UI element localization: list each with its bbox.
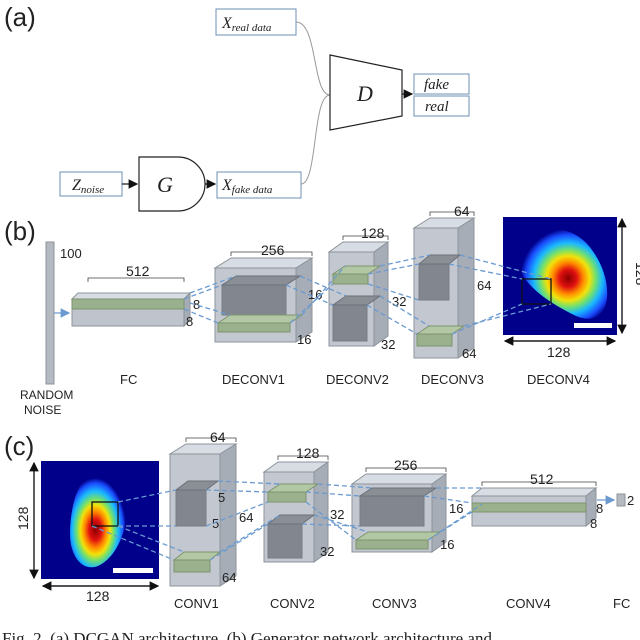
deconv2-name: DECONV2: [326, 372, 389, 387]
deconv2-side: 32: [392, 294, 406, 309]
noise-label-line1: RANDOM: [20, 388, 73, 402]
conv2-name: CONV2: [270, 596, 315, 611]
x-real-box: [215, 8, 297, 36]
deconv1-name: DECONV1: [222, 372, 285, 387]
input-conv1-connectors: [91, 489, 185, 561]
deconv4-kernel-box: [521, 278, 552, 305]
x-fake-box: [216, 171, 302, 199]
deconv4-name: DECONV4: [527, 372, 590, 387]
conv2-width: 128: [296, 445, 320, 461]
conv2-block: [262, 461, 330, 563]
conv2-width-bracket: [277, 455, 329, 460]
x-real-label: Xreal data: [221, 15, 272, 34]
generator-shape: [138, 156, 206, 212]
deconv2-width-bracket: [342, 235, 389, 240]
gen-fc-block: [70, 291, 192, 328]
deconv4-height: 128: [633, 262, 640, 286]
deconv3-block: [412, 217, 476, 359]
deconv1-block: [213, 257, 314, 343]
panel-a-label: (a): [4, 2, 36, 32]
deconv3-width: 64: [454, 203, 470, 219]
fc-side: 8: [193, 297, 200, 312]
input-kernel-box: [91, 501, 119, 527]
conv3-block: [350, 473, 448, 553]
disc-fc-name: FC: [613, 596, 630, 611]
fc-output-vector: [616, 493, 626, 507]
conv1-kernel-a: 5: [218, 490, 225, 505]
disc-input-heatmap: [41, 461, 159, 579]
deconv3-name: DECONV3: [421, 372, 484, 387]
conv1-block: [168, 443, 238, 587]
conv3-conv4-connectors: [423, 487, 483, 541]
conv1-side: 64: [239, 510, 253, 525]
conv1-conv2-connectors: [205, 480, 281, 561]
conv1-width: 64: [210, 429, 226, 445]
deconv3-depth: 64: [462, 346, 476, 361]
conv3-name: CONV3: [372, 596, 417, 611]
deconv1-side: 16: [308, 287, 322, 302]
conv4-side: 8: [596, 501, 603, 516]
input-height: 128: [15, 506, 31, 530]
conv1-name: CONV1: [174, 596, 219, 611]
deconv3-width-bracket: [429, 211, 475, 216]
conv3-depth: 16: [440, 537, 454, 552]
deconv4-width: 128: [547, 344, 571, 360]
input-width: 128: [86, 588, 110, 604]
conv4-width-bracket: [481, 481, 597, 486]
x-fake-label: Xfake data: [221, 177, 273, 196]
generator-label: G: [157, 172, 173, 197]
conv2-side: 32: [330, 507, 344, 522]
real-box: [413, 95, 470, 117]
discriminator-shape: [329, 54, 403, 131]
fc-name: FC: [120, 372, 137, 387]
fc-out: 2: [627, 493, 634, 508]
deconv2-depth: 32: [381, 337, 395, 352]
conv3-side: 16: [449, 501, 463, 516]
panel-b-label: (b): [4, 216, 36, 246]
noise-size: 100: [60, 246, 82, 261]
figure-caption: Fig. 2. (a) DCGAN architecture. (b) Gene…: [2, 629, 492, 640]
real-label: real: [425, 99, 449, 115]
deconv2-deconv3-connectors: [366, 254, 431, 335]
z-noise-label: Znoise: [72, 177, 104, 196]
xfake-to-d-connector: [300, 94, 331, 185]
deconv2-width: 128: [361, 225, 385, 241]
fc-depth: 8: [186, 314, 193, 329]
fc-deconv1-connectors: [183, 275, 237, 324]
fake-box: [413, 73, 470, 95]
panel-c-label: (c): [4, 431, 34, 461]
deconv4-heatmap: [503, 217, 617, 335]
fake-label: fake: [424, 77, 449, 93]
deconv2-block: [327, 241, 390, 347]
conv4-width: 512: [530, 471, 554, 487]
deconv1-depth: 16: [297, 332, 311, 347]
conv2-conv3-connectors: [301, 483, 373, 541]
conv4-depth: 8: [590, 516, 597, 531]
deconv3-side: 64: [477, 278, 491, 293]
noise-label-line2: NOISE: [24, 403, 61, 417]
conv1-depth: 64: [222, 570, 236, 585]
deconv1-width-bracket: [230, 251, 313, 256]
deconv1-width: 256: [261, 242, 285, 258]
conv2-depth: 32: [320, 544, 334, 559]
conv1-kernel-b: 5: [212, 516, 219, 531]
deconv1-deconv2-connectors: [285, 265, 347, 324]
conv3-width: 256: [394, 457, 418, 473]
conv4-block: [470, 486, 598, 528]
conv4-name: CONV4: [506, 596, 551, 611]
discriminator-label: D: [356, 81, 373, 106]
fc-width-bracket: [87, 277, 185, 282]
fc-width: 512: [126, 263, 150, 279]
noise-vector: [45, 241, 55, 385]
conv1-width-bracket: [185, 437, 237, 442]
conv3-width-bracket: [365, 467, 447, 472]
xreal-to-d-connector: [295, 21, 331, 96]
deconv3-deconv4-connectors: [448, 254, 552, 335]
